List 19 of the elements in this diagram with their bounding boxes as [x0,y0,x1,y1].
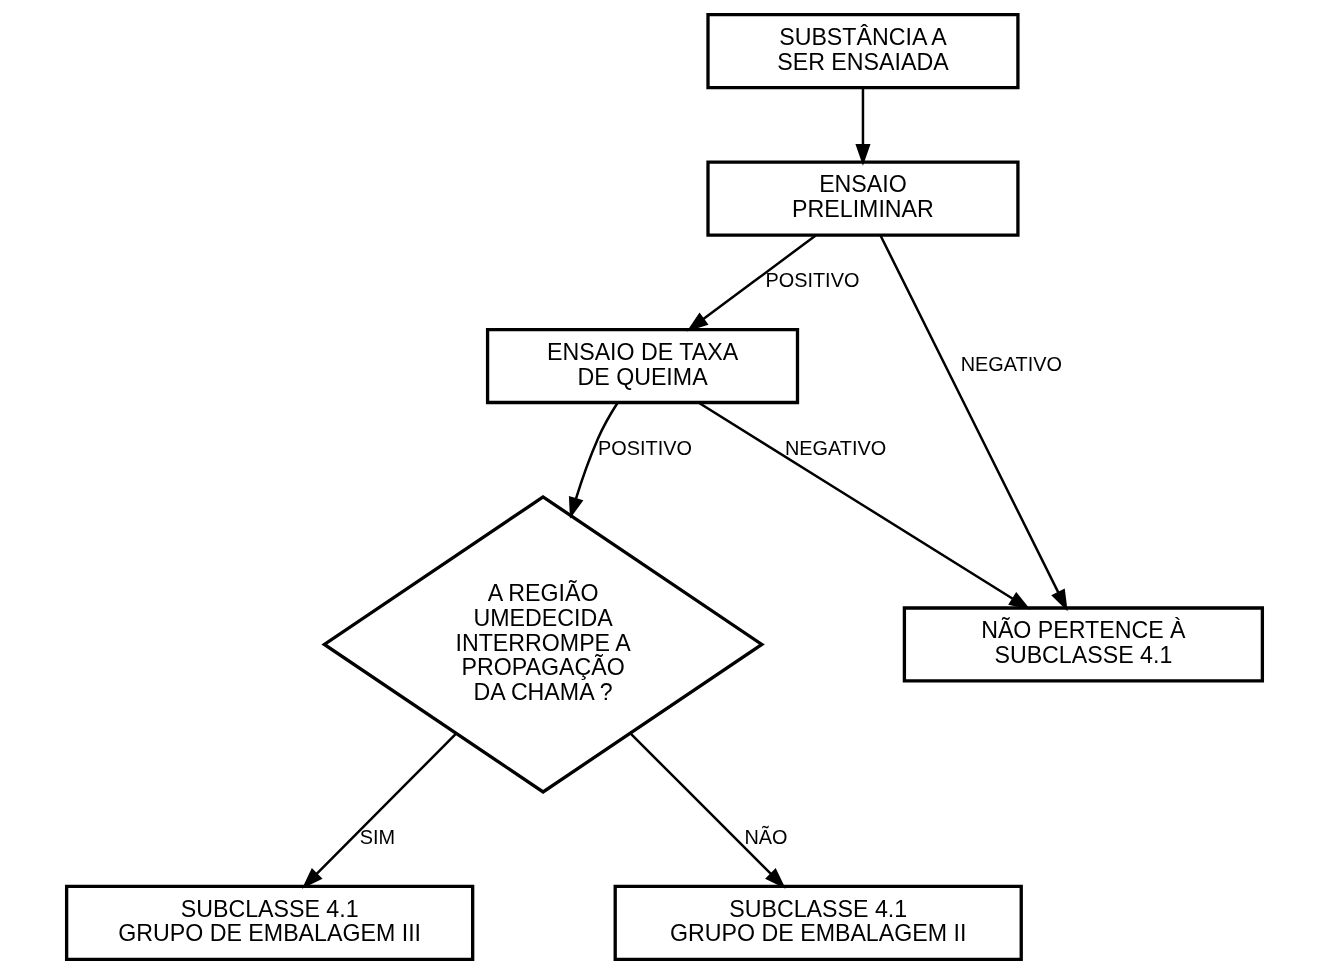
node-box: SUBCLASSE 4.1 GRUPO DE EMBALAGEM II [613,884,1023,961]
edge-label: NEGATIVO [960,353,1062,376]
node-box: ENSAIO PRELIMINAR [705,160,1020,237]
node-box: SUBSTÂNCIA A SER ENSAIADA [705,13,1020,90]
arrow [879,235,1068,612]
arrow [686,234,816,332]
node-box: NÃO PERTENCE À SUBCLASSE 4.1 [902,606,1264,683]
edge-label: POSITIVO [764,269,859,292]
arrow [697,401,1031,610]
arrow [568,402,619,519]
arrow [629,733,786,889]
node-box: ENSAIO DE TAXA DE QUEIMA [485,327,799,405]
edge-label: NÃO [743,826,788,849]
arrow [854,87,870,166]
arrow [301,733,457,889]
edge-label: NEGATIVO [784,436,886,459]
node-box: SUBCLASSE 4.1 GRUPO DE EMBALAGEM III [64,884,474,961]
edge-label: SIM [359,826,395,849]
edge-label: POSITIVO [597,436,692,459]
